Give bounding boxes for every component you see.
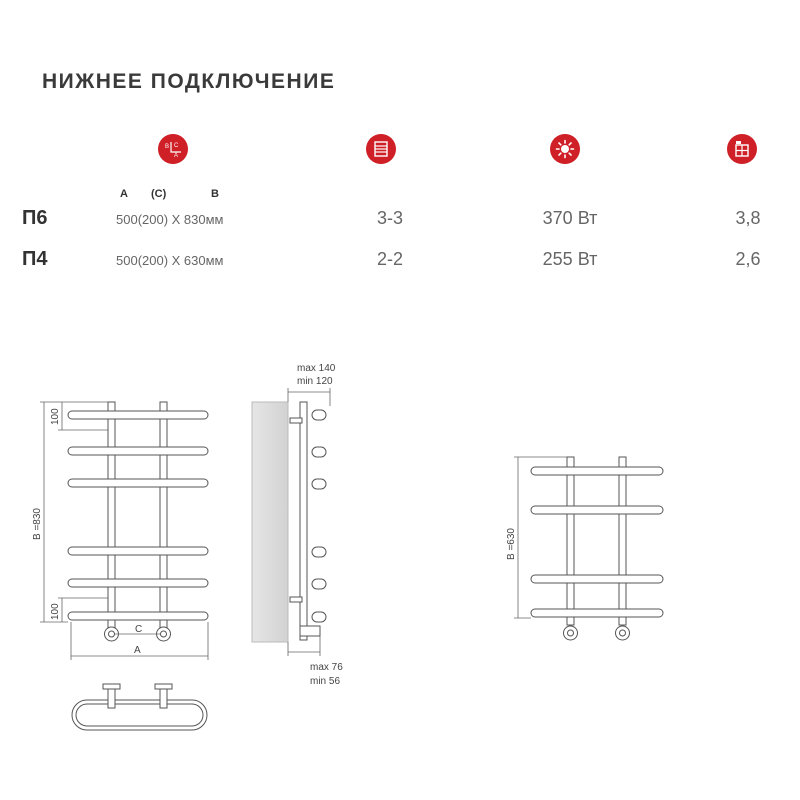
column-label-a: A: [120, 188, 128, 200]
power-value: 255 Вт: [542, 249, 598, 269]
rungs-icon: [366, 134, 396, 164]
bottom-gap-label: 100: [50, 603, 61, 620]
front-view-large: [67, 401, 209, 642]
front-view-small: [530, 456, 664, 641]
table-row: П4 500(200) X 630мм 2-2 255 Вт 2,6: [0, 248, 800, 274]
svg-text:C: C: [174, 143, 179, 149]
area-value: 3,8: [735, 208, 761, 228]
svg-text:B: B: [165, 144, 169, 150]
dimensions-icon: B C A: [158, 134, 188, 164]
rungs-value: 2-2: [376, 249, 403, 269]
size-value: 500(200) X 630мм: [116, 253, 224, 268]
svg-text:A: A: [174, 153, 178, 159]
size-value: 500(200) X 830мм: [116, 212, 224, 227]
front-view-large-dimensions: [40, 401, 209, 660]
side-bottom-max: max 76: [310, 662, 343, 673]
column-label-b: B: [211, 188, 219, 200]
power-icon: [550, 134, 580, 164]
height-label-830: B =830: [32, 508, 43, 540]
column-label-c: (C): [151, 188, 167, 200]
side-bottom-min: min 56: [310, 676, 340, 687]
model-label: П4: [22, 248, 48, 270]
a-dimension-label: A: [134, 645, 141, 656]
side-view: [251, 388, 331, 656]
table-row: П6 500(200) X 830мм 3-3 370 Вт 3,8: [0, 207, 800, 233]
page-title: НИЖНЕЕ ПОДКЛЮЧЕНИЕ: [42, 70, 336, 93]
rungs-value: 3-3: [376, 208, 403, 228]
area-value: 2,6: [735, 249, 761, 269]
side-top-min: min 120: [297, 376, 333, 387]
height-label-630: B =630: [506, 528, 517, 560]
top-view: [71, 683, 208, 731]
c-dimension-label: C: [135, 624, 142, 635]
model-label: П6: [22, 207, 48, 229]
area-icon: [727, 134, 757, 164]
top-gap-label: 100: [50, 408, 61, 425]
power-value: 370 Вт: [542, 208, 598, 228]
front-view-small-dimensions: [514, 456, 567, 619]
side-top-max: max 140: [297, 363, 336, 374]
